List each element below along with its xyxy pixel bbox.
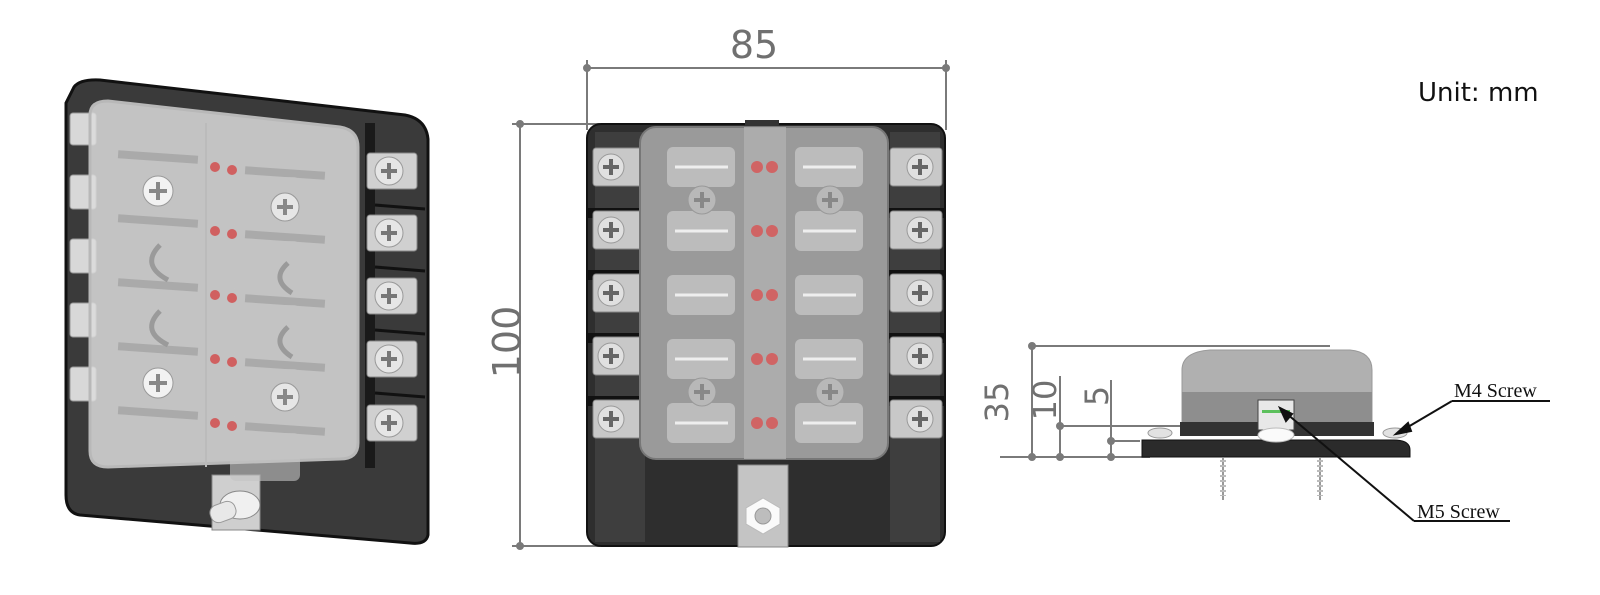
led-indicators [210,162,237,431]
isometric-view [60,75,440,545]
dimension-lines [512,60,950,550]
cover-screw-icons [142,175,300,412]
fuse-box-side-drawing: 35 10 5 M4 Screw M5 Screw [978,342,1550,523]
m5-screw-callout: M5 Screw [1417,501,1500,523]
callout-leaders [1277,400,1550,522]
mounting-screws [1222,458,1321,500]
height-dimension-35: 35 [978,382,1016,423]
stud-icon [209,490,261,524]
cover-screw-icons [687,185,845,407]
front-view: 85 100 [480,20,960,560]
width-dimension: 85 [730,23,778,67]
left-terminals [592,147,644,439]
fuse-box-front-drawing: 85 100 [485,23,950,550]
height-dimension-5: 5 [1078,386,1116,406]
led-indicators [751,161,778,429]
side-view: 35 10 5 M4 Screw M5 Screw [970,330,1600,530]
height-dimension: 100 [485,306,529,379]
right-terminals [366,152,418,442]
fuse-box-3d-drawing [64,78,430,545]
unit-label: Unit: mm [1418,78,1539,108]
nut-icon [745,497,781,535]
m4-screw-callout: M4 Screw [1454,380,1537,402]
height-dimension-10: 10 [1026,380,1064,421]
right-terminals [889,147,943,439]
side-dimension-lines [1000,342,1330,461]
